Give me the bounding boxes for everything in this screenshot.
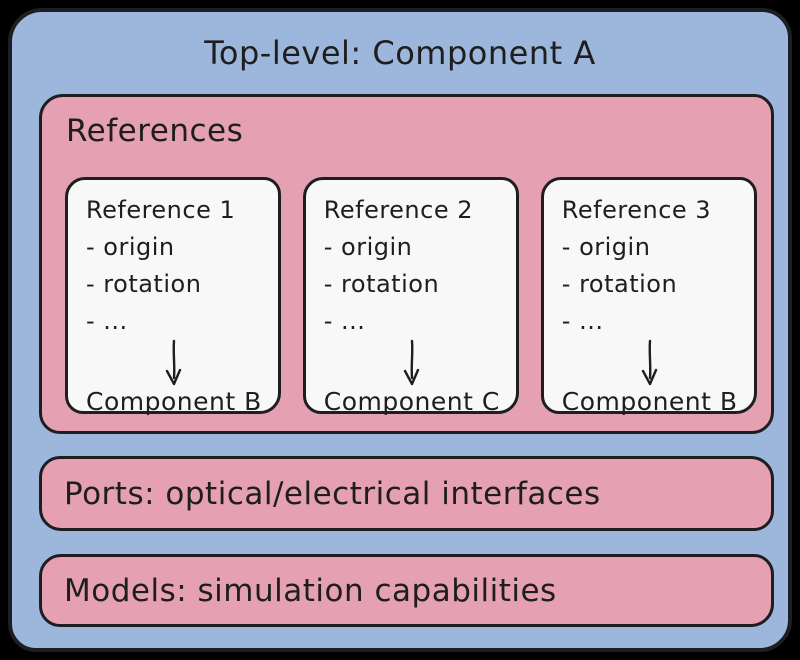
models-label: Models: simulation capabilities [64,572,557,609]
target-component-label: Component B [561,387,738,416]
attribute-item: - rotation [86,270,202,298]
attribute-item: - origin [323,233,413,261]
attribute-item: - ... [86,307,128,335]
attribute-item: - ... [561,307,604,335]
attribute-item: - rotation [561,270,678,298]
down-arrow-icon [86,339,262,386]
target-component-label: Component B [86,387,262,416]
reference-card-title: Reference 3 [561,196,712,224]
down-arrow-icon [562,339,738,386]
attribute-item: - origin [86,233,175,261]
attribute-item: - rotation [323,270,440,298]
models-bar: Models: simulation capabilities [39,554,774,627]
target-component-label: Component C [323,387,500,416]
ports-bar: Ports: optical/electrical interfaces [39,456,774,531]
reference-card-title: Reference 1 [86,196,236,224]
attribute-item: - ... [323,307,366,335]
reference-card-3: Reference 3 - origin - rotation - ... Co… [540,177,757,416]
reference-cards-row: Reference 1 - origin - rotation - ... Co… [65,177,757,416]
reference-card-title: Reference 2 [323,196,474,224]
top-level-component-box: Top-level: Component A References Refere… [8,8,792,652]
reference-card-1: Reference 1 - origin - rotation - ... Co… [65,177,281,416]
down-arrow-icon [324,339,500,386]
references-section: References Reference 1 - origin - rotati… [39,94,774,434]
diagram-title: Top-level: Component A [204,34,596,72]
references-label: References [66,113,244,149]
reference-card-2: Reference 2 - origin - rotation - ... Co… [302,177,519,416]
attribute-item: - origin [561,233,651,261]
ports-label: Ports: optical/electrical interfaces [64,475,601,512]
